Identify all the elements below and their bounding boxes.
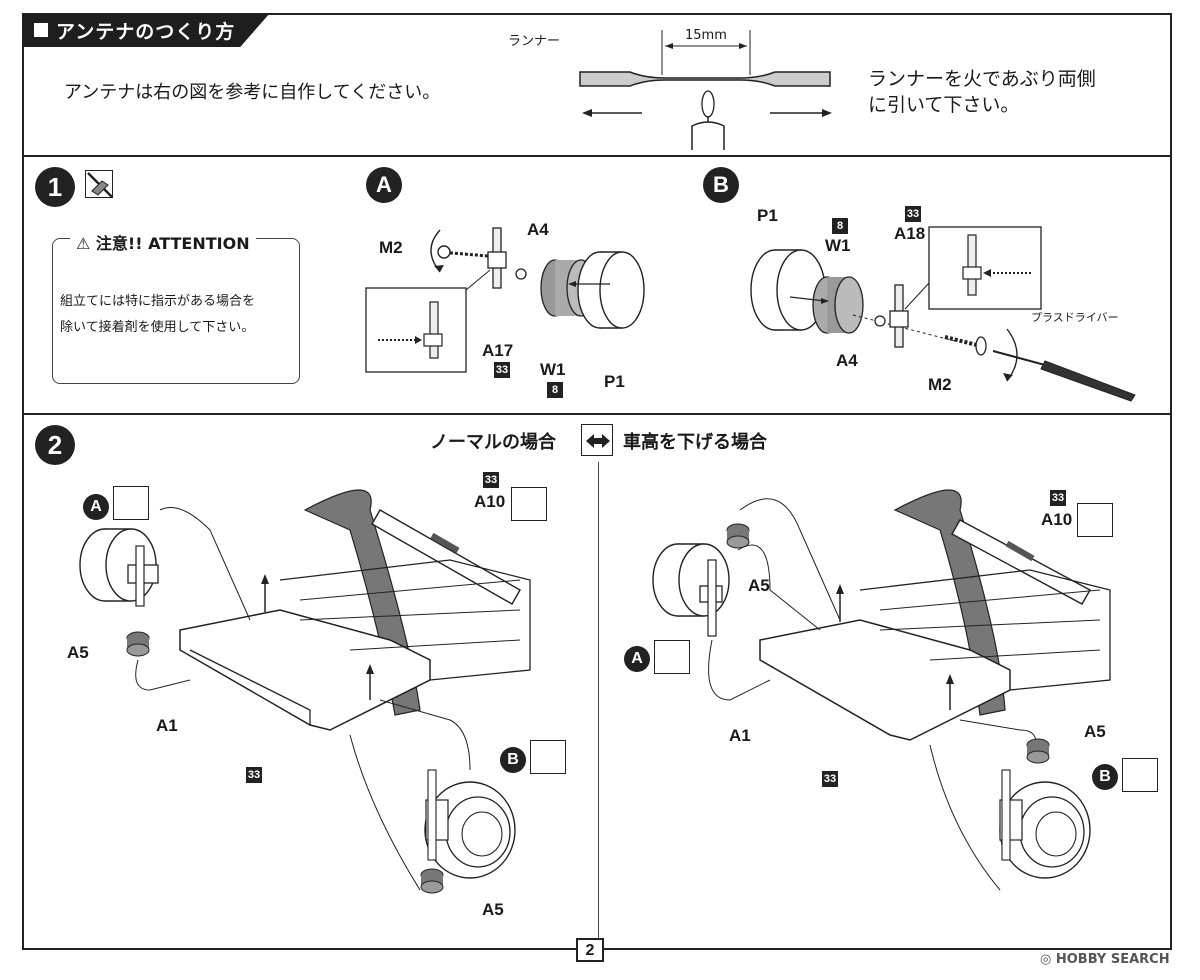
- section-header: [22, 13, 270, 47]
- tool-label-screwdriver: プラスドライバー: [1031, 311, 1119, 324]
- left-no-glue-icon-a: [113, 486, 149, 520]
- hobby-search-logo-icon: ◎: [1040, 952, 1052, 967]
- heat-instruction-line1: ランナーを火であぶり両側: [868, 68, 1096, 90]
- part-label-a18: A18: [894, 224, 926, 243]
- part-badge-w1: 8: [547, 382, 563, 398]
- left-no-glue-icon-b: [530, 740, 566, 774]
- group-b-marker: B: [703, 167, 739, 203]
- wheel-b-diagram: [750, 226, 1136, 402]
- group-a-marker: A: [366, 167, 402, 203]
- right-no-glue-icon-a10: [1077, 503, 1113, 537]
- header-square-icon: [34, 23, 48, 37]
- legend-lowered: 車高を下げる場合: [623, 432, 767, 453]
- heat-instruction-line2: に引いて下さい。: [868, 94, 1020, 116]
- runner-heating-diagram: [579, 30, 832, 150]
- right-badge-a1: 33: [822, 771, 838, 787]
- right-marker-b: B: [1092, 764, 1118, 790]
- left-badge-a1: 33: [246, 767, 262, 783]
- chassis-normal-diagram: [79, 489, 531, 894]
- right-no-glue-icon-a: [654, 640, 690, 674]
- wheel-a-diagram: [365, 227, 645, 373]
- section-divider: [22, 155, 1172, 157]
- attention-line1: 組立てには特に指示がある場合を: [60, 294, 256, 309]
- page-number: 2: [576, 938, 604, 962]
- left-badge-a10: 33: [483, 472, 499, 488]
- part-label-m2-b: M2: [928, 375, 952, 394]
- left-label-a5-top: A5: [67, 643, 89, 662]
- part-label-p1: P1: [604, 372, 625, 391]
- part-label-a4-b: A4: [836, 351, 858, 370]
- left-marker-a: A: [83, 494, 109, 520]
- attention-title: ⚠ 注意!! ATTENTION: [70, 230, 256, 254]
- attention-box: [52, 238, 300, 384]
- part-label-w1-b: W1: [825, 236, 851, 255]
- step-1-number: 1: [35, 167, 75, 207]
- part-label-p1-b: P1: [757, 206, 778, 225]
- warning-icon: ⚠: [76, 234, 91, 253]
- right-label-a5-top: A5: [748, 576, 770, 595]
- right-label-a10: A10: [1041, 510, 1073, 529]
- watermark: ◎ HOBBY SEARCH: [1040, 952, 1170, 967]
- right-label-a5-bottom: A5: [1084, 722, 1106, 741]
- left-marker-b: B: [500, 747, 526, 773]
- chassis-lowered-diagram: [652, 489, 1111, 891]
- part-badge-w1-b: 8: [832, 218, 848, 234]
- no-glue-icon: [85, 170, 113, 198]
- swap-arrow-icon: [581, 424, 613, 456]
- right-marker-a: A: [624, 646, 650, 672]
- antenna-instruction: アンテナは右の図を参考に自作してください。: [64, 82, 441, 103]
- left-label-a10: A10: [474, 492, 506, 511]
- right-label-a1: A1: [729, 726, 751, 745]
- step-2-number: 2: [35, 425, 75, 465]
- part-label-a17: A17: [482, 341, 514, 360]
- part-label-a4: A4: [527, 220, 549, 239]
- right-badge-a10: 33: [1050, 490, 1066, 506]
- part-label-w1: W1: [540, 360, 566, 379]
- runner-label: ランナー: [508, 34, 561, 49]
- part-label-m2: M2: [379, 238, 403, 257]
- legend-normal: ノーマルの場合: [430, 432, 556, 453]
- left-no-glue-icon-a10: [511, 487, 547, 521]
- right-no-glue-icon-b: [1122, 758, 1158, 792]
- attention-line2: 除いて接着剤を使用して下さい。: [60, 320, 255, 335]
- left-label-a5-bottom: A5: [482, 900, 504, 919]
- section-divider: [22, 413, 1172, 415]
- part-badge-a18: 33: [905, 206, 921, 222]
- column-divider: [598, 462, 599, 940]
- length-label: 15mm: [685, 28, 727, 43]
- antenna-title: アンテナのつくり方: [56, 21, 236, 43]
- part-badge-a17: 33: [494, 362, 510, 378]
- left-label-a1: A1: [156, 716, 178, 735]
